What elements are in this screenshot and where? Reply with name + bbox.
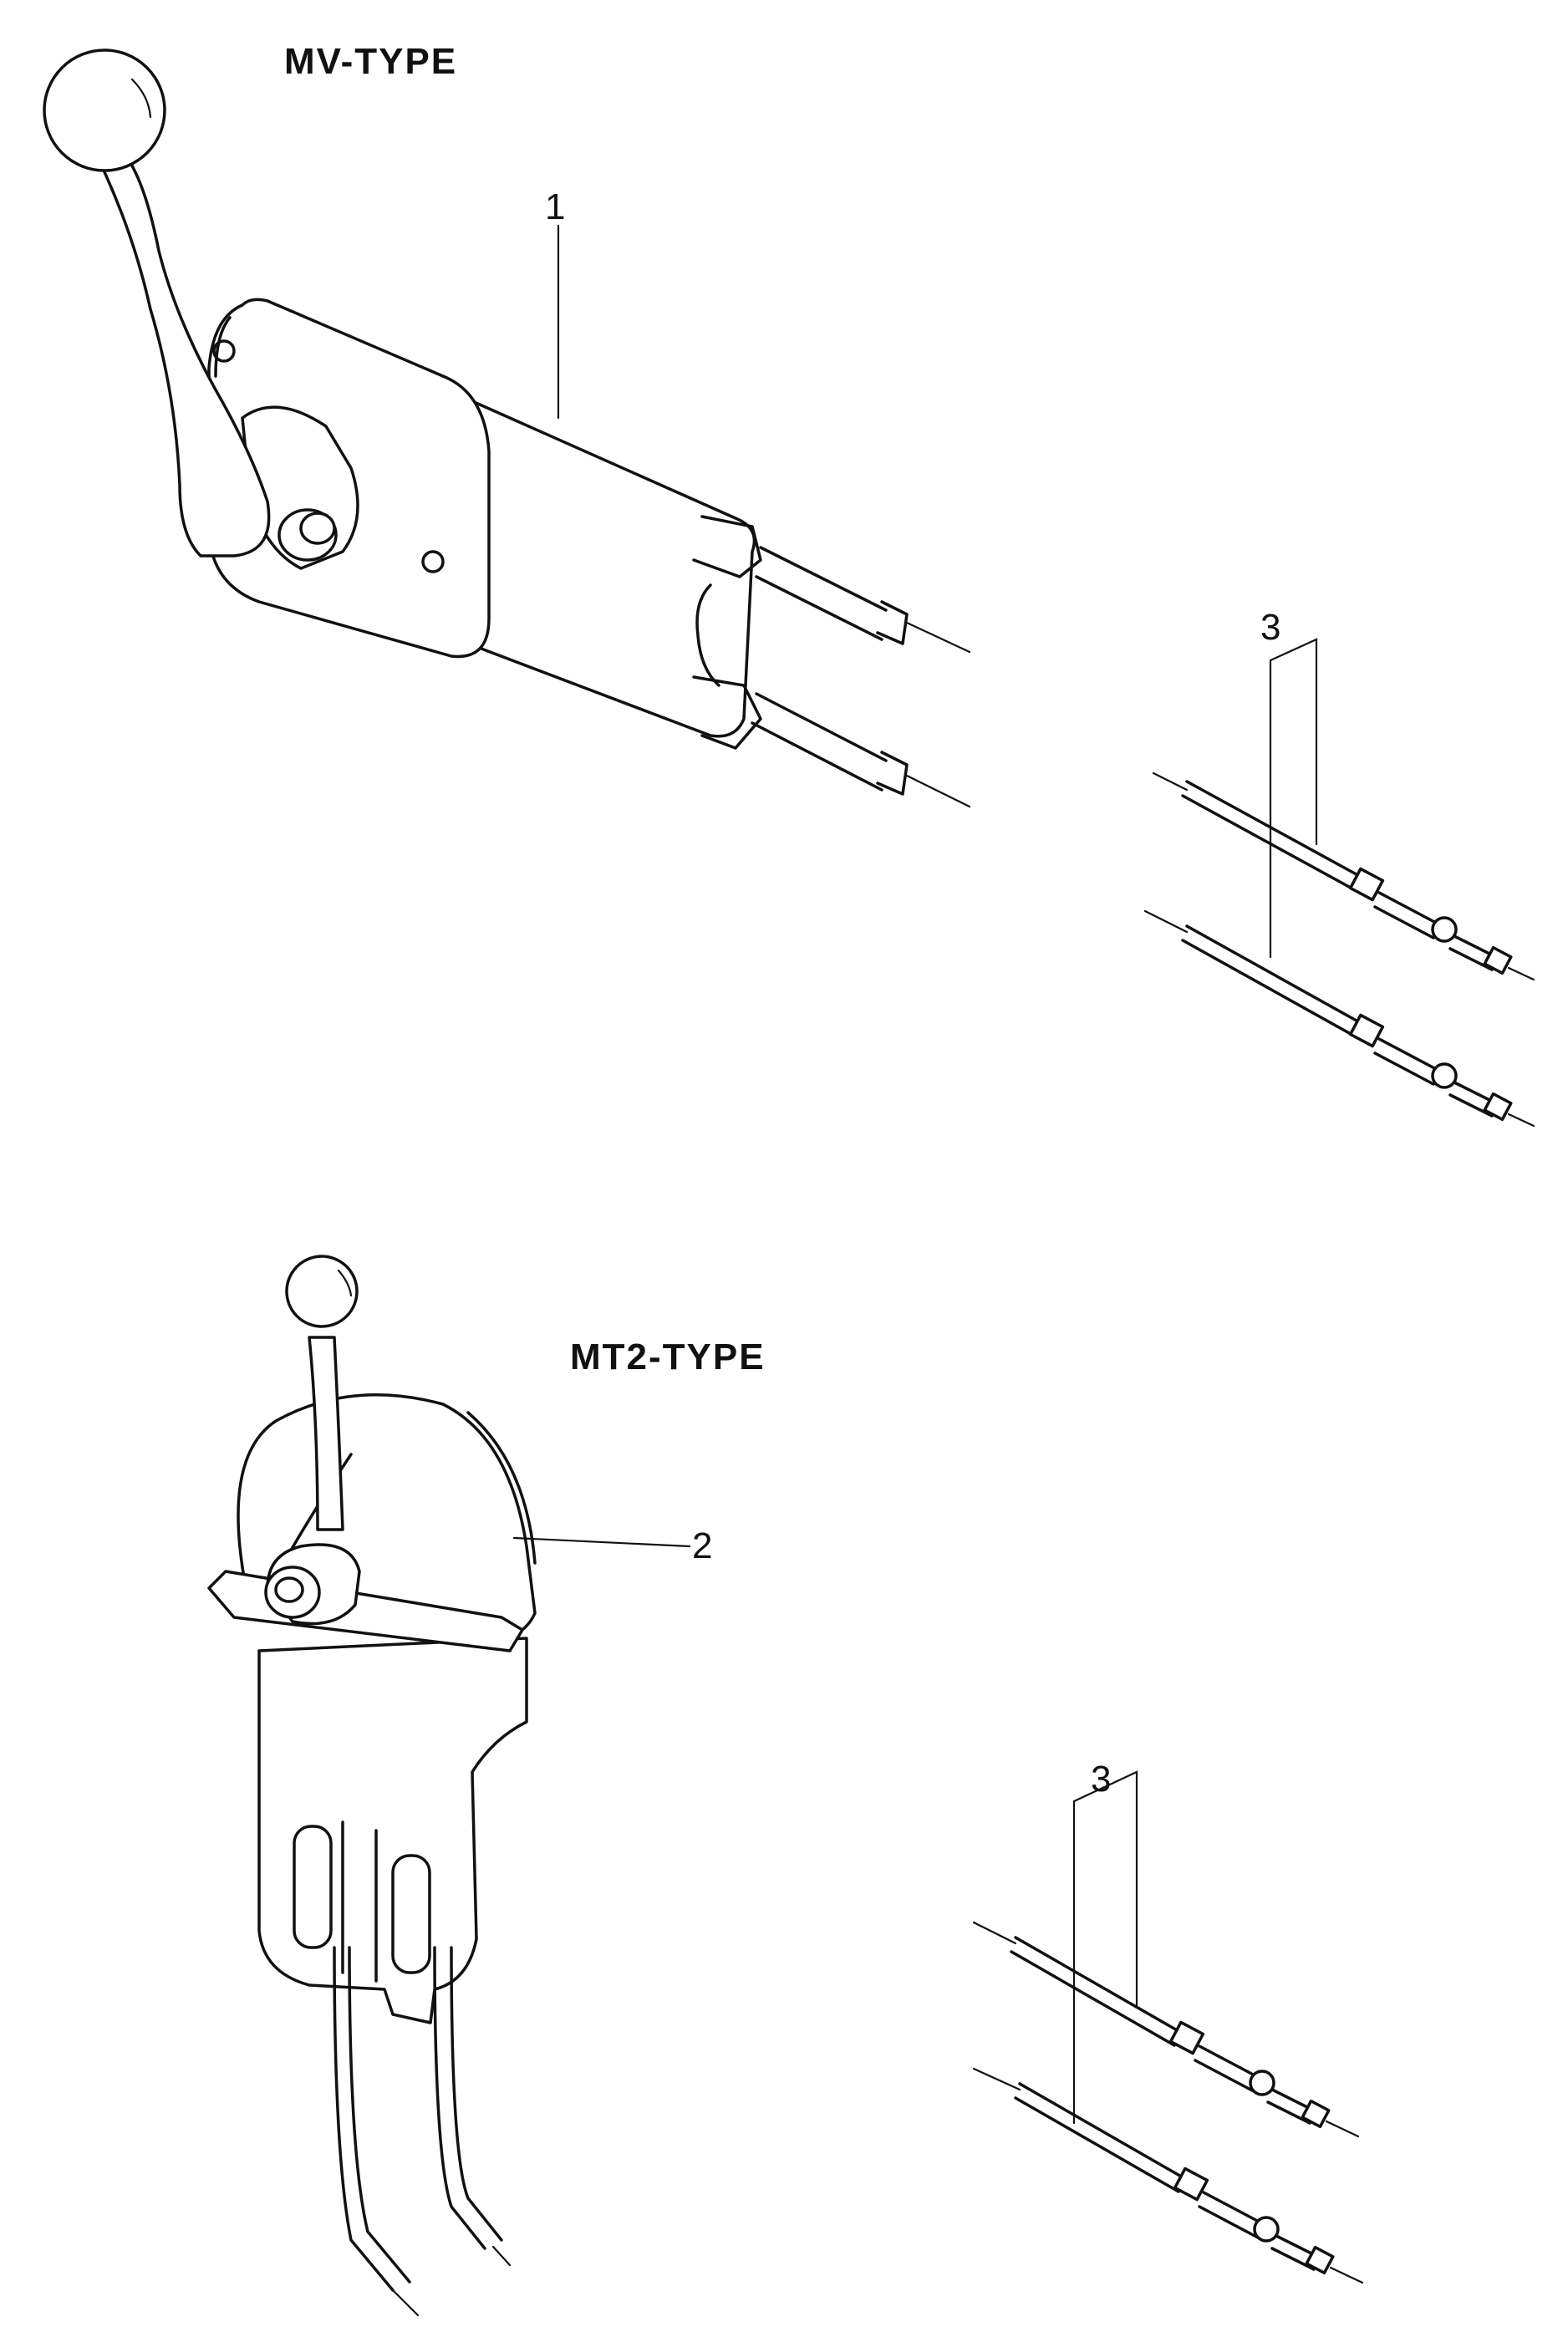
mt2-type-control [207, 1255, 691, 2317]
callout-part-3-upper: 3 [1260, 607, 1280, 648]
mv-type-title: MV-TYPE [284, 41, 457, 82]
callout-part-3-lower: 3 [1091, 1759, 1111, 1800]
cable-set-upper [1143, 638, 1535, 1128]
cable-set-lower [972, 1770, 1364, 2284]
mv-type-control [43, 48, 971, 808]
callout-part-2: 2 [692, 1525, 712, 1566]
callout-part-1: 1 [545, 186, 565, 227]
mt2-type-title: MT2-TYPE [570, 1337, 766, 1377]
